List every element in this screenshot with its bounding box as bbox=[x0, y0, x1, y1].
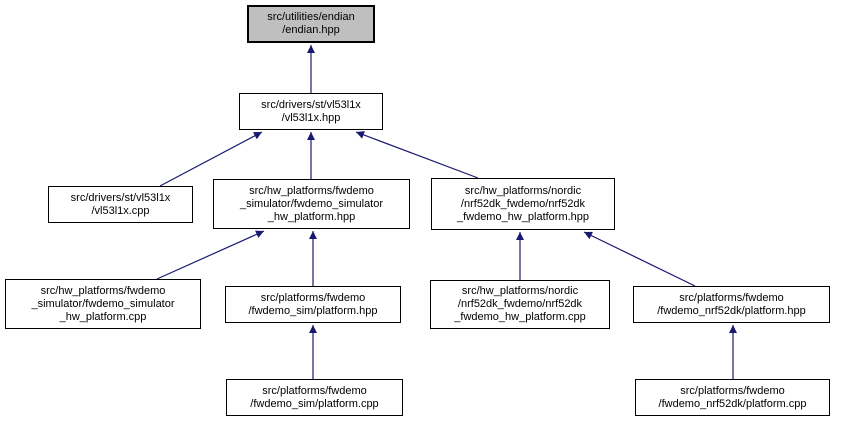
node-endian-hpp: src/utilities/endian /endian.hpp bbox=[247, 5, 375, 43]
node-fwdemo-simulator-hw-platform-cpp[interactable]: src/hw_platforms/fwdemo _simulator/fwdem… bbox=[5, 279, 201, 329]
node-label-line: src/utilities/endian bbox=[267, 11, 355, 23]
node-vl53l1x-hpp[interactable]: src/drivers/st/vl53l1x /vl53l1x.hpp bbox=[239, 93, 383, 130]
node-fwdemo-nrf52dk-platform-cpp[interactable]: src/platforms/fwdemo /fwdemo_nrf52dk/pla… bbox=[635, 379, 830, 416]
node-label-line: src/hw_platforms/nordic bbox=[461, 285, 579, 297]
node-label-line: _fwdemo_hw_platform.cpp bbox=[454, 311, 586, 323]
node-label-line: src/platforms/fwdemo bbox=[680, 384, 785, 397]
node-nrf52dk-fwdemo-hw-platform-cpp[interactable]: src/hw_platforms/nordic /nrf52dk_fwdemo/… bbox=[430, 280, 610, 329]
node-fwdemo-sim-platform-hpp[interactable]: src/platforms/fwdemo /fwdemo_sim/platfor… bbox=[225, 286, 401, 323]
node-fwdemo-sim-platform-cpp[interactable]: src/platforms/fwdemo /fwdemo_sim/platfor… bbox=[226, 379, 403, 416]
node-label-line: /fwdemo_nrf52dk/platform.cpp bbox=[658, 397, 807, 410]
node-label-line: src/hw_platforms/fwdemo bbox=[40, 284, 166, 297]
node-label-line: _simulator/fwdemo_simulator bbox=[31, 297, 175, 310]
node-label-line: src/drivers/st/vl53l1x bbox=[261, 98, 361, 111]
node-label-line: src/hw_platforms/nordic bbox=[464, 184, 582, 197]
node-fwdemo-nrf52dk-platform-hpp[interactable]: src/platforms/fwdemo /fwdemo_nrf52dk/pla… bbox=[633, 286, 830, 323]
node-fwdemo-simulator-hw-platform-hpp[interactable]: src/hw_platforms/fwdemo _simulator/fwdem… bbox=[213, 179, 410, 229]
node-label-line: /vl53l1x.cpp bbox=[91, 204, 150, 217]
node-label-line: src/drivers/st/vl53l1x bbox=[70, 191, 171, 204]
edge-vl53l1x-cpp-to-vl53l1x-hpp bbox=[159, 131, 263, 187]
node-label-line: /endian.hpp bbox=[282, 24, 340, 36]
edge-fwdemo-nrf52dk-platform-hpp-to-nrf52dk-fwdemo-hw-platform-hpp bbox=[583, 231, 696, 287]
node-nrf52dk-fwdemo-hw-platform-hpp[interactable]: src/hw_platforms/nordic /nrf52dk_fwdemo/… bbox=[431, 178, 615, 230]
node-label-line: src/platforms/fwdemo bbox=[679, 291, 784, 304]
node-label-line: /nrf52dk_fwdemo/nrf52dk bbox=[457, 298, 583, 310]
node-label-line: _simulator/fwdemo_simulator bbox=[239, 197, 384, 210]
node-label-line: /nrf52dk_fwdemo/nrf52dk bbox=[460, 197, 586, 210]
node-label-line: /fwdemo_nrf52dk/platform.hpp bbox=[657, 304, 806, 317]
node-label-line: _hw_platform.hpp bbox=[267, 210, 356, 223]
node-label-line: _fwdemo_hw_platform.hpp bbox=[456, 210, 590, 223]
node-vl53l1x-cpp[interactable]: src/drivers/st/vl53l1x /vl53l1x.cpp bbox=[48, 186, 193, 223]
node-label-line: _hw_platform.cpp bbox=[59, 310, 147, 323]
node-label-line: src/platforms/fwdemo bbox=[262, 384, 367, 397]
node-label-line: /fwdemo_sim/platform.hpp bbox=[248, 304, 378, 317]
node-label-line: src/platforms/fwdemo bbox=[260, 291, 366, 304]
edge-nrf52dk-fwdemo-hw-platform-hpp-to-vl53l1x-hpp bbox=[355, 131, 479, 179]
node-label-line: /fwdemo_sim/platform.cpp bbox=[250, 397, 379, 410]
edge-fwdemo-simulator-hw-platform-cpp-to-fwdemo-simulator-hw-platform-hpp bbox=[156, 230, 265, 280]
node-label-line: src/hw_platforms/fwdemo bbox=[249, 184, 374, 197]
node-label-line: /vl53l1x.hpp bbox=[281, 111, 341, 124]
